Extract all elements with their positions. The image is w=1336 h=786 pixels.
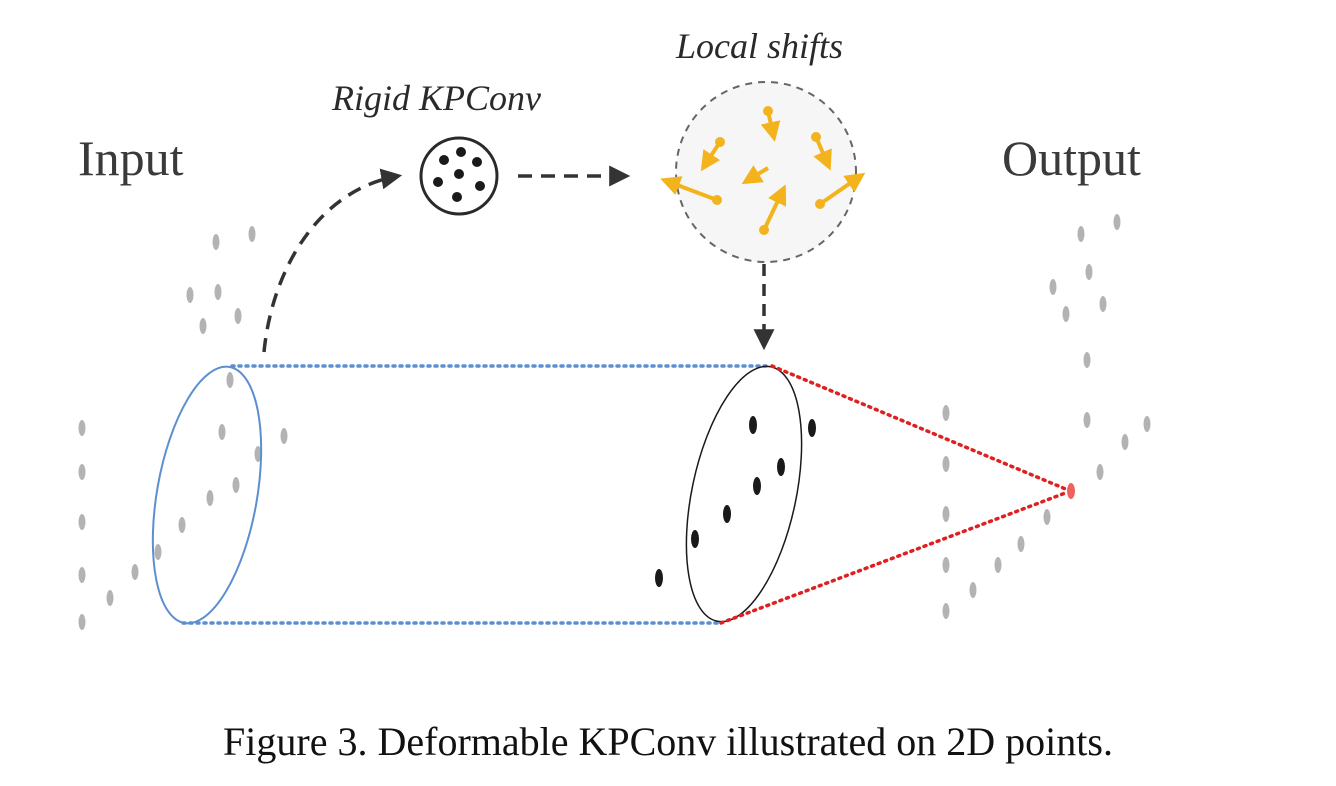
shift-arrow — [700, 140, 722, 172]
shift-origin — [763, 106, 773, 116]
output-point — [942, 506, 950, 522]
input-point — [78, 514, 86, 530]
input-point — [280, 428, 288, 444]
input-point-cloud — [78, 226, 288, 630]
shift-origin — [759, 225, 769, 235]
input-point — [78, 420, 86, 436]
figure-caption: Figure 3. Deformable KPConv illustrated … — [223, 719, 1113, 764]
output-point-cloud — [942, 214, 1151, 619]
output-point — [1062, 306, 1070, 322]
input-point — [214, 284, 222, 300]
output-point — [942, 456, 950, 472]
output-point — [942, 603, 950, 619]
output-point — [1143, 416, 1151, 432]
input-point — [212, 234, 220, 250]
local-shifts — [660, 81, 866, 263]
shift-origin — [715, 137, 725, 147]
input-point — [78, 464, 86, 480]
shift-origin — [811, 132, 821, 142]
output-point — [1017, 536, 1025, 552]
shift-arrow — [741, 165, 770, 185]
kernel-point — [472, 157, 482, 167]
local-shifts-circle — [675, 81, 857, 263]
deformed-point — [753, 477, 761, 495]
output-feature-point — [1067, 483, 1075, 499]
input-point — [248, 226, 256, 242]
output-point — [1121, 434, 1129, 450]
output-point — [1083, 412, 1091, 428]
input-label: Input — [78, 130, 184, 186]
input-point — [186, 287, 194, 303]
kernel-point — [439, 155, 449, 165]
deformed-neighborhood-ring — [685, 365, 803, 623]
deformed-kernel-points — [655, 416, 816, 587]
input-point — [234, 308, 242, 324]
input-point — [199, 318, 207, 334]
output-point — [1077, 226, 1085, 242]
output-point — [1043, 509, 1051, 525]
shift-arrow — [813, 136, 832, 171]
input-point — [178, 517, 186, 533]
output-point — [942, 405, 950, 421]
output-point — [1099, 296, 1107, 312]
input-point — [106, 590, 114, 606]
input-point — [78, 614, 86, 630]
kernel-point — [454, 169, 464, 179]
input-point — [206, 490, 214, 506]
deformed-point — [691, 530, 699, 548]
output-point — [1113, 214, 1121, 230]
deformed-point — [749, 416, 757, 434]
shift-arrow — [818, 172, 866, 206]
output-point — [994, 557, 1002, 573]
output-point — [969, 582, 977, 598]
deformed-point — [777, 458, 785, 476]
rigid-kpconv-label: Rigid KPConv — [331, 78, 541, 118]
local-shifts-label: Local shifts — [675, 26, 843, 66]
input-point — [232, 477, 240, 493]
output-point — [1049, 279, 1057, 295]
kernel-point — [452, 192, 462, 202]
kernel-point — [456, 147, 466, 157]
output-point — [1096, 464, 1104, 480]
output-point — [1083, 352, 1091, 368]
shift-arrow — [762, 184, 787, 231]
output-edge-top — [770, 364, 1070, 492]
to-kernel-arrow — [262, 168, 403, 353]
input-point — [226, 372, 234, 388]
shift-origin — [712, 195, 722, 205]
kernel-point — [433, 177, 443, 187]
input-point — [78, 567, 86, 583]
deformed-point — [808, 419, 816, 437]
shift-arrow — [660, 176, 718, 202]
projection-lines — [181, 364, 772, 625]
rigid-kernel — [419, 136, 499, 216]
deformed-point — [655, 569, 663, 587]
input-point — [154, 544, 162, 560]
kernel-point — [475, 181, 485, 191]
input-point — [218, 424, 226, 440]
output-point — [942, 557, 950, 573]
output-projection — [719, 364, 1070, 625]
input-point — [131, 564, 139, 580]
input-point — [254, 446, 262, 462]
deformed-point — [723, 505, 731, 523]
output-edge-bottom — [719, 490, 1070, 625]
output-point — [1085, 264, 1093, 280]
shift-origin — [815, 199, 825, 209]
output-label: Output — [1002, 130, 1141, 186]
